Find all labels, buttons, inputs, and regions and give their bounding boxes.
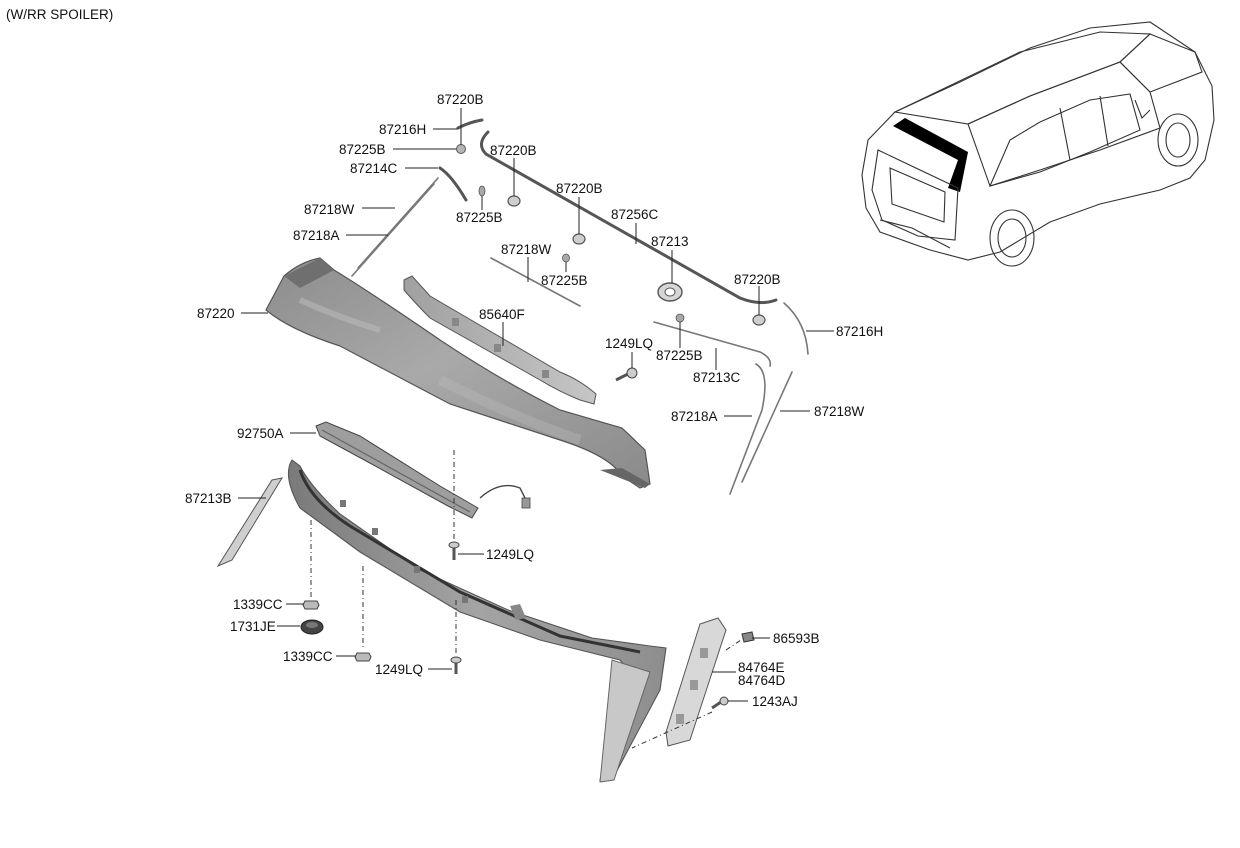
nut-1339CC-upper: [302, 600, 320, 610]
screw-1249LQ-lower: [450, 656, 462, 674]
trim-87218W-left: [357, 177, 439, 269]
label-87220B-3[interactable]: 87220B: [556, 181, 603, 196]
label-87218A-2[interactable]: 87218A: [671, 409, 718, 424]
label-87218W-3[interactable]: 87218W: [814, 404, 865, 419]
label-87225B-2[interactable]: 87225B: [456, 210, 503, 225]
screw-1249LQ-upper: [615, 367, 638, 382]
trim-87214C: [438, 166, 468, 202]
stop-lamp-92750A: [315, 421, 531, 519]
label-87214C[interactable]: 87214C: [350, 161, 398, 176]
rear-spoiler-highlight: [893, 118, 968, 192]
label-87213C[interactable]: 87213C: [693, 370, 741, 385]
label-85640F[interactable]: 85640F: [479, 307, 525, 322]
label-87220B-4[interactable]: 87220B: [734, 272, 781, 287]
clip-87225B-left: [478, 185, 486, 197]
clip-87225B-right: [675, 313, 685, 323]
clip-87225B-middle: [562, 253, 570, 263]
trim-87218A-right: [729, 363, 766, 495]
label-87220B-2[interactable]: 87220B: [490, 143, 537, 158]
label-87218A-1[interactable]: 87218A: [293, 228, 340, 243]
label-87256C[interactable]: 87256C: [611, 207, 659, 222]
label-87216H-2[interactable]: 87216H: [836, 324, 883, 339]
trim-87218W-middle: [490, 257, 581, 307]
washer-87220B-2: [507, 195, 521, 207]
label-87213[interactable]: 87213: [651, 234, 689, 249]
label-87218W-2[interactable]: 87218W: [501, 242, 552, 257]
label-87225B-4[interactable]: 87225B: [656, 348, 703, 363]
label-1249LQ-2[interactable]: 1249LQ: [486, 547, 534, 562]
spoiler-87220: [265, 257, 651, 489]
label-1249LQ-1[interactable]: 1249LQ: [605, 336, 653, 351]
trim-87216H-left: [456, 118, 484, 130]
part-labels: 87220B 87216H 87225B 87214C 87218W 87218…: [185, 92, 883, 709]
label-87225B-1[interactable]: 87225B: [339, 142, 386, 157]
label-1731JE[interactable]: 1731JE: [230, 619, 276, 634]
label-87220[interactable]: 87220: [197, 306, 235, 321]
label-84764D[interactable]: 84764D: [738, 673, 786, 688]
label-1249LQ-3[interactable]: 1249LQ: [375, 662, 423, 677]
bracket-84764: [665, 617, 727, 747]
trim-87256C: [480, 130, 778, 305]
grommet-87213: [657, 282, 683, 302]
clip-87225B-upper: [456, 144, 466, 154]
leader-lines: [238, 108, 834, 702]
nut-1339CC-lower: [354, 652, 372, 662]
washer-87220B-4: [752, 314, 766, 326]
screw-1243AJ: [711, 696, 729, 710]
label-1339CC-2[interactable]: 1339CC: [283, 649, 333, 664]
bracket-85640F: [403, 275, 597, 405]
label-84764E[interactable]: 84764E: [738, 660, 785, 675]
label-86593B[interactable]: 86593B: [773, 631, 820, 646]
label-92750A[interactable]: 92750A: [237, 426, 284, 441]
label-1339CC-1[interactable]: 1339CC: [233, 597, 283, 612]
assembly-line-1243AJ: [631, 711, 713, 749]
side-trim-87213B: [216, 477, 284, 568]
trim-87218W-right: [741, 371, 793, 483]
clip-86593B: [741, 631, 755, 643]
trim-87216H-right: [783, 302, 809, 355]
grommet-1731JE: [300, 619, 324, 635]
label-87216H-1[interactable]: 87216H: [379, 122, 426, 137]
trim-87213C: [653, 321, 772, 367]
vehicle-thumbnail: [861, 21, 1215, 267]
washer-87220B-3: [572, 233, 586, 245]
assembly-line-86593B: [725, 637, 745, 651]
trim-87218A-left: [351, 183, 435, 277]
label-87218W-1[interactable]: 87218W: [304, 202, 355, 217]
label-1243AJ[interactable]: 1243AJ: [752, 694, 798, 709]
label-87225B-3[interactable]: 87225B: [541, 273, 588, 288]
label-87213B[interactable]: 87213B: [185, 491, 232, 506]
diagram-title: (W/RR SPOILER): [6, 7, 113, 22]
label-87220B-1[interactable]: 87220B: [437, 92, 484, 107]
screw-1249LQ-middle: [448, 541, 460, 560]
lower-spoiler-87213B: [287, 459, 667, 783]
